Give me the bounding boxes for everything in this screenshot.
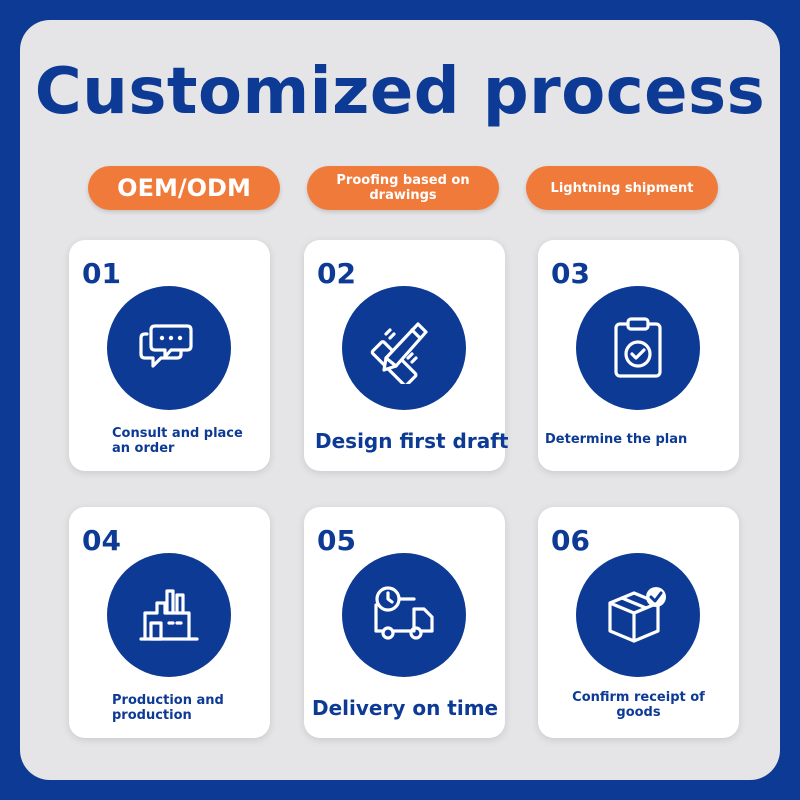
proofing-badge: Proofing based on drawings xyxy=(307,166,499,210)
step-number: 06 xyxy=(551,524,590,557)
step-label-line2: production xyxy=(112,708,192,723)
step-label: Delivery on time xyxy=(312,696,499,720)
pill-label: Lightning shipment xyxy=(550,180,694,196)
pencil-ruler-icon xyxy=(370,322,428,384)
pill-label-line1: Proofing based on xyxy=(336,173,470,188)
step-label: Determine the plan xyxy=(545,432,688,447)
pill-label: OEM/ODM xyxy=(117,174,251,202)
step-label-line2: an order xyxy=(112,441,175,456)
step-label: Confirm receipt of goods xyxy=(538,690,739,720)
step-card-02: 02 Design first draft xyxy=(304,240,509,471)
icon-circle xyxy=(107,553,231,677)
oem-odm-badge: OEM/ODM xyxy=(88,166,280,210)
step-label: Design first draft xyxy=(315,429,509,453)
step-card-03: 03 Determine the plan xyxy=(538,240,739,471)
clipboard-check-icon xyxy=(614,317,662,378)
step-number: 04 xyxy=(82,524,121,557)
factory-icon xyxy=(139,589,199,641)
step-number: 03 xyxy=(551,257,590,290)
icon-circle xyxy=(576,286,700,410)
step-label: Consult and place an order xyxy=(112,426,243,456)
icon-circle xyxy=(342,553,466,677)
delivery-truck-clock-icon xyxy=(374,586,434,640)
step-card-05: 05 Delivery on time xyxy=(304,507,505,738)
step-number: 05 xyxy=(317,524,356,557)
step-label-line2: goods xyxy=(616,705,661,720)
step-card-01: 01 Consult and place an order xyxy=(69,240,270,471)
lightning-shipment-badge: Lightning shipment xyxy=(526,166,718,210)
icon-circle xyxy=(342,286,466,410)
step-card-04: 04 Production and production xyxy=(69,507,270,738)
pill-label-line2: drawings xyxy=(369,188,437,203)
step-number: 01 xyxy=(82,257,121,290)
step-label-line1: Confirm receipt of xyxy=(572,690,705,705)
step-card-06: 06 Confirm receipt of goods xyxy=(538,507,739,738)
step-label-line1: Production and xyxy=(112,693,224,708)
page-title: Customized process xyxy=(34,55,766,129)
step-label-line1: Consult and place xyxy=(112,426,243,441)
icon-circle xyxy=(576,553,700,677)
package-check-icon xyxy=(608,587,666,643)
step-number: 02 xyxy=(317,257,356,290)
step-label: Production and production xyxy=(112,693,224,723)
icon-circle xyxy=(107,286,231,410)
chat-bubbles-icon xyxy=(139,324,193,368)
